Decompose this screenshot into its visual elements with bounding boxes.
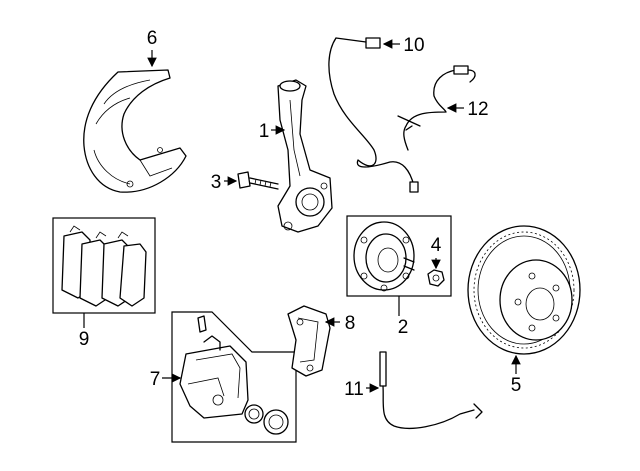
callout-11: 11 <box>344 379 364 400</box>
callout-3: 3 <box>211 172 222 193</box>
abs-sensor-wire-part <box>328 37 419 193</box>
brake-caliper-part <box>179 315 289 435</box>
callout-8: 8 <box>345 313 356 334</box>
callout-2: 2 <box>398 317 409 338</box>
hub-nut-part <box>427 269 445 287</box>
brake-pads-box <box>52 217 156 314</box>
callout-10: 10 <box>403 35 424 56</box>
callout-4: 4 <box>431 235 442 256</box>
callout-7: 7 <box>150 369 161 390</box>
caliper-bracket-part <box>287 305 331 377</box>
brake-pads-part <box>61 225 147 307</box>
wear-sensor-wire-part <box>397 65 476 151</box>
brake-rotor-part <box>467 225 581 355</box>
callout-1: 1 <box>259 121 270 142</box>
bolt-part <box>237 171 279 190</box>
callout-9: 9 <box>79 329 90 350</box>
callout-12: 12 <box>467 99 488 120</box>
hub-bearing-part <box>353 221 415 292</box>
callout-6: 6 <box>147 28 158 49</box>
steering-knuckle-part <box>277 79 333 233</box>
wear-sensor-part <box>379 351 483 429</box>
callout-5: 5 <box>511 375 522 396</box>
splash-shield-part <box>83 69 187 193</box>
